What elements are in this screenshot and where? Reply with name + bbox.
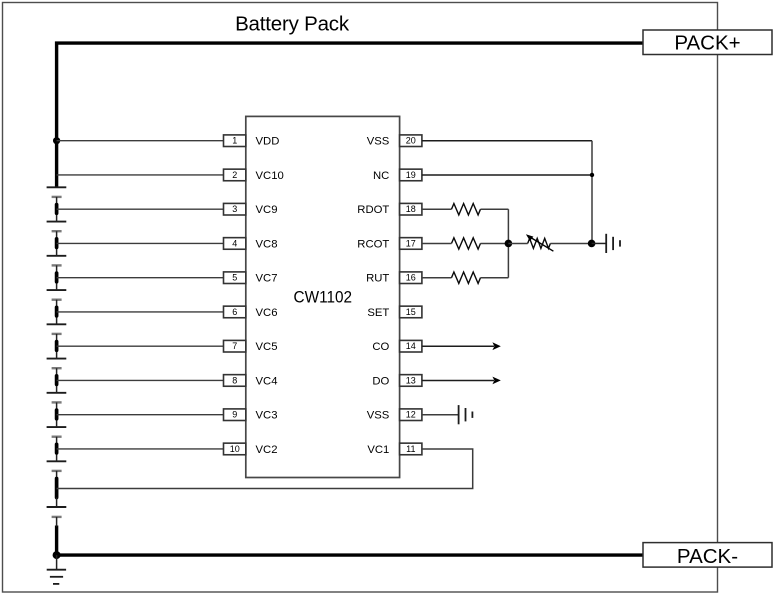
- svg-text:CW1102: CW1102: [294, 288, 353, 306]
- svg-text:2: 2: [232, 170, 237, 180]
- svg-text:18: 18: [406, 204, 416, 214]
- svg-text:VC4: VC4: [256, 375, 278, 387]
- svg-text:RCOT: RCOT: [357, 238, 389, 250]
- svg-text:4: 4: [232, 238, 237, 248]
- svg-text:SET: SET: [367, 307, 389, 319]
- svg-text:9: 9: [232, 410, 237, 420]
- svg-text:VC2: VC2: [256, 444, 278, 456]
- svg-text:5: 5: [232, 273, 237, 283]
- svg-text:13: 13: [406, 375, 416, 385]
- svg-text:VSS: VSS: [367, 410, 390, 422]
- svg-text:RUT: RUT: [366, 273, 389, 285]
- svg-text:DO: DO: [372, 375, 389, 387]
- svg-text:10: 10: [230, 444, 240, 454]
- svg-text:PACK+: PACK+: [674, 31, 740, 54]
- svg-text:11: 11: [406, 444, 415, 454]
- svg-text:6: 6: [232, 307, 237, 317]
- svg-text:Battery Pack: Battery Pack: [235, 12, 350, 35]
- svg-text:19: 19: [406, 170, 416, 180]
- svg-text:7: 7: [232, 341, 237, 351]
- svg-text:14: 14: [406, 341, 416, 351]
- svg-text:VC5: VC5: [256, 341, 278, 353]
- svg-text:12: 12: [406, 410, 416, 420]
- svg-text:VDD: VDD: [256, 136, 280, 148]
- svg-text:PACK-: PACK-: [677, 545, 738, 568]
- svg-text:VC9: VC9: [256, 204, 278, 216]
- svg-text:15: 15: [406, 307, 416, 317]
- svg-text:VC1: VC1: [367, 444, 389, 456]
- svg-text:8: 8: [232, 375, 237, 385]
- svg-text:NC: NC: [373, 170, 389, 182]
- svg-text:3: 3: [232, 204, 237, 214]
- svg-text:17: 17: [406, 238, 416, 248]
- svg-text:20: 20: [406, 136, 416, 146]
- svg-text:VC6: VC6: [256, 307, 278, 319]
- svg-text:VC3: VC3: [256, 410, 278, 422]
- svg-text:VSS: VSS: [367, 136, 390, 148]
- svg-text:VC8: VC8: [256, 238, 278, 250]
- svg-text:VC10: VC10: [256, 170, 284, 182]
- svg-text:VC7: VC7: [256, 273, 278, 285]
- svg-text:1: 1: [232, 136, 237, 146]
- svg-text:CO: CO: [372, 341, 389, 353]
- svg-text:RDOT: RDOT: [357, 204, 389, 216]
- svg-text:16: 16: [406, 273, 416, 283]
